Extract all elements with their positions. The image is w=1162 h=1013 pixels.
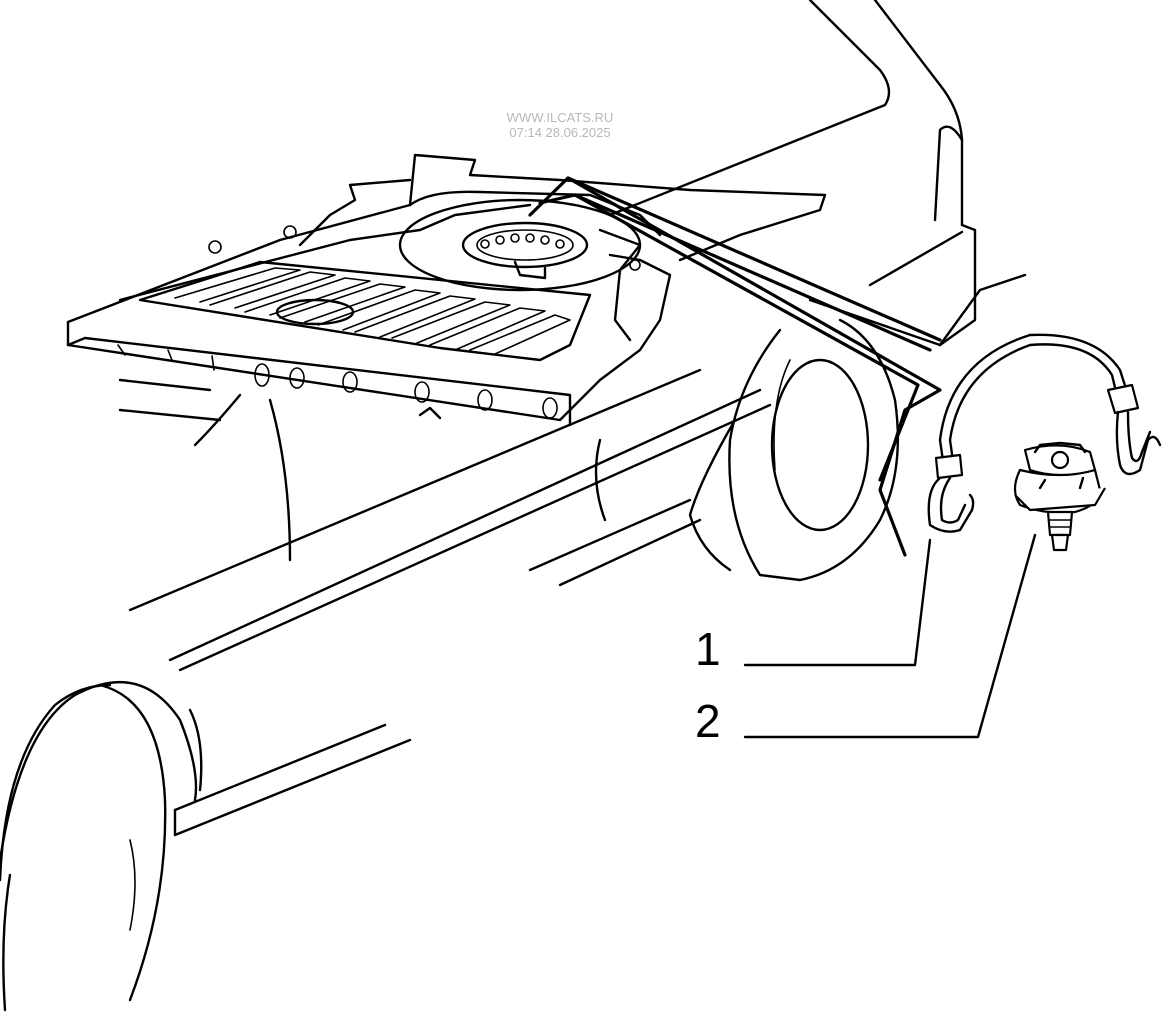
- callout-1-label: 1: [695, 623, 721, 675]
- watermark-timestamp: 07:14 28.06.2025: [509, 125, 611, 140]
- leader-line-1: [743, 538, 932, 667]
- leader-lines: [743, 533, 1037, 739]
- car-side-body: [118, 368, 772, 837]
- rear-wheel: [688, 318, 900, 582]
- watermark-site: WWW.ILCATS.RU: [506, 110, 614, 125]
- floor-ribs: [174, 267, 571, 355]
- rail-holes: [117, 344, 558, 419]
- callout-2-label: 2: [695, 695, 721, 747]
- leader-line-2: [743, 533, 1037, 739]
- profile-strip: [528, 176, 942, 557]
- sender-unit-part: [1013, 441, 1106, 552]
- rear-body-outline: [608, 0, 1027, 347]
- trunk-floor-panel: [66, 153, 827, 427]
- watermark: WWW.ILCATS.RU 07:14 28.06.2025: [470, 110, 650, 140]
- wheel-well-holes: [480, 233, 565, 249]
- front-wheel: [0, 681, 198, 1012]
- wiring-harness-part: [927, 333, 1162, 533]
